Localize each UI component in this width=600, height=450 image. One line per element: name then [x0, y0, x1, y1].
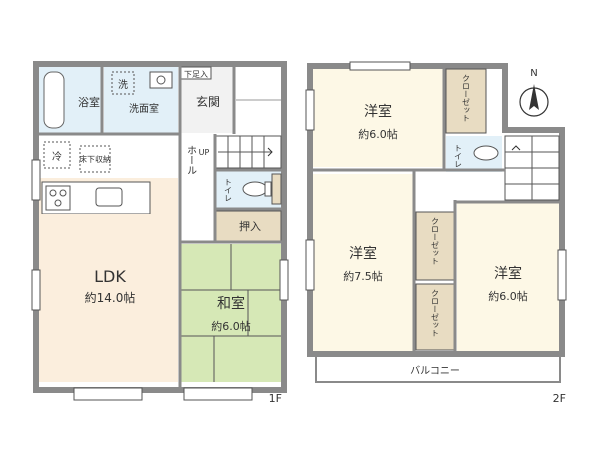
floor-2f-label: 2F: [553, 392, 566, 405]
compass-north-label: N: [530, 68, 537, 79]
entrance-label: 玄関: [196, 94, 220, 109]
balcony-label: バルコニー: [410, 365, 460, 377]
balcony: [315, 353, 561, 383]
washing-machine-icon: [111, 71, 135, 95]
closet-top-label: クローゼット: [462, 74, 471, 122]
washitsu-name: 和室: [217, 295, 245, 312]
bathtub-icon: [43, 71, 65, 129]
room-left-size: 約7.5帖: [343, 269, 383, 283]
room-left: [313, 174, 413, 351]
ldk-size: 約14.0帖: [85, 290, 136, 305]
interior-walls-2f: [310, 66, 562, 354]
interior-walls-1f: [36, 64, 284, 390]
floor-1f-label: 1F: [269, 392, 282, 405]
closet-middle-label: クローゼット: [431, 217, 440, 265]
room-right-name: 洋室: [494, 265, 522, 282]
closet-bottom: [415, 283, 455, 351]
tatami-lines: [181, 244, 281, 382]
shoe-cabinet-label: 下足入: [184, 70, 208, 79]
room-right-size: 約6.0帖: [488, 289, 528, 303]
closet-top: [445, 68, 487, 134]
windows-2f: [305, 61, 567, 301]
fridge-label: 冷: [52, 150, 62, 163]
hall-label: ホール: [185, 145, 197, 175]
fridge-icon: [43, 141, 71, 169]
floor-1f: 浴室 洗 洗面室 下足入 玄関 ホール UP: [31, 61, 289, 405]
oshiire-label: 押入: [239, 219, 261, 233]
stairs-2f: [504, 135, 560, 201]
sink-icon: [149, 71, 173, 89]
closet-middle: [415, 211, 455, 281]
ldk-name: LDK: [94, 267, 126, 286]
room-top-name: 洋室: [364, 103, 392, 120]
toilet-2f-label: トイレ: [454, 144, 463, 168]
room-top: [313, 69, 443, 167]
washitsu-size: 約6.0帖: [211, 319, 251, 333]
room-left-name: 洋室: [349, 245, 377, 262]
stairs-up-label: UP: [199, 148, 210, 157]
kitchen-sink-icon: [95, 187, 123, 207]
room-right: [457, 203, 559, 351]
room-top-size: 約6.0帖: [358, 127, 398, 141]
toilet-icon: [242, 181, 268, 197]
closet-bottom-label: クローゼット: [431, 289, 440, 337]
compass-icon: N: [519, 68, 549, 117]
hall: [181, 136, 215, 252]
underfloor-storage-label: 床下収納: [79, 154, 111, 164]
washroom-label: 洗面室: [129, 102, 159, 115]
stairs-1f: [214, 135, 282, 169]
windows-1f: [31, 159, 289, 401]
toilet-1f-label: トイレ: [224, 178, 233, 202]
toilet-2f-icon: [473, 145, 499, 161]
floor-2f: バルコニー 洋室 約6.0帖 クローゼット トイレ 洋室 約7.5帖 クローゼッ…: [305, 61, 567, 405]
bathroom-label: 浴室: [78, 95, 100, 109]
washer-label: 洗: [118, 79, 128, 91]
